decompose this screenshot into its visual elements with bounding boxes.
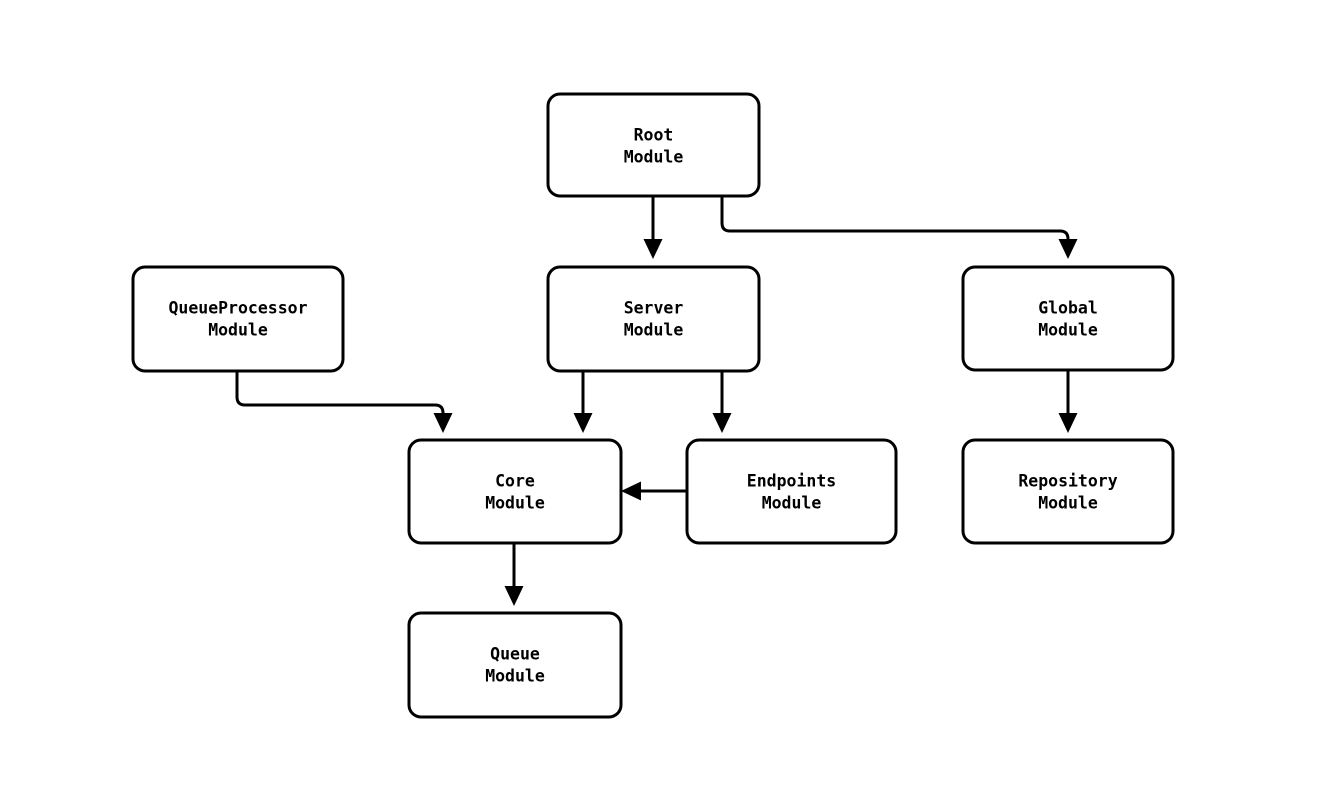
arrow-head-icon: [1058, 413, 1078, 433]
node-server-module[interactable]: Server Module: [546, 265, 761, 373]
edge-line: [235, 371, 445, 417]
node-box[interactable]: [407, 611, 623, 719]
arrow-head-icon: [433, 413, 453, 433]
node-queueprocessor-module[interactable]: QueueProcessor Module: [131, 265, 345, 373]
edge-queueprocessor-to-core: [235, 371, 453, 433]
node-box[interactable]: [685, 438, 898, 545]
node-label-line1: Global: [1038, 299, 1098, 318]
node-label-line2: Module: [485, 667, 545, 686]
node-label-line2: Module: [624, 148, 684, 167]
node-label-line1: QueueProcessor: [168, 299, 307, 318]
node-box[interactable]: [546, 265, 761, 373]
edge-server-to-endpoints: [712, 371, 732, 433]
node-label-line1: Server: [624, 299, 684, 318]
node-label-line1: Queue: [490, 645, 540, 664]
arrow-head-icon: [504, 586, 524, 606]
node-label-line1: Core: [495, 472, 535, 491]
node-endpoints-module[interactable]: Endpoints Module: [685, 438, 898, 545]
node-root-module[interactable]: Root Module: [546, 92, 761, 198]
node-box[interactable]: [961, 438, 1175, 545]
arrow-head-icon: [573, 413, 593, 433]
edge-global-to-repository: [1058, 370, 1078, 433]
node-label-line1: Root: [634, 126, 674, 145]
node-queue-module[interactable]: Queue Module: [407, 611, 623, 719]
arrow-head-icon: [643, 239, 663, 259]
edge-core-to-queue: [504, 543, 524, 606]
node-core-module[interactable]: Core Module: [407, 438, 623, 545]
node-label-line2: Module: [208, 321, 268, 340]
node-box[interactable]: [961, 265, 1175, 372]
edge-line: [720, 196, 1070, 243]
arrow-head-icon: [621, 481, 641, 501]
node-label-line2: Module: [624, 321, 684, 340]
node-repository-module[interactable]: Repository Module: [961, 438, 1175, 545]
node-box[interactable]: [407, 438, 623, 545]
node-label-line2: Module: [485, 494, 545, 513]
edge-server-to-core: [573, 371, 593, 433]
node-label-line2: Module: [762, 494, 822, 513]
arrow-head-icon: [1058, 239, 1078, 259]
node-label-line1: Endpoints: [747, 472, 836, 491]
edge-endpoints-to-core: [621, 481, 687, 501]
arrow-head-icon: [712, 413, 732, 433]
node-label-line2: Module: [1038, 321, 1098, 340]
node-box[interactable]: [131, 265, 345, 373]
node-label-line2: Module: [1038, 494, 1098, 513]
edge-root-to-server: [643, 196, 663, 259]
node-box[interactable]: [546, 92, 761, 198]
node-label-line1: Repository: [1018, 472, 1117, 491]
node-global-module[interactable]: Global Module: [961, 265, 1175, 372]
edge-root-to-global: [720, 196, 1078, 259]
